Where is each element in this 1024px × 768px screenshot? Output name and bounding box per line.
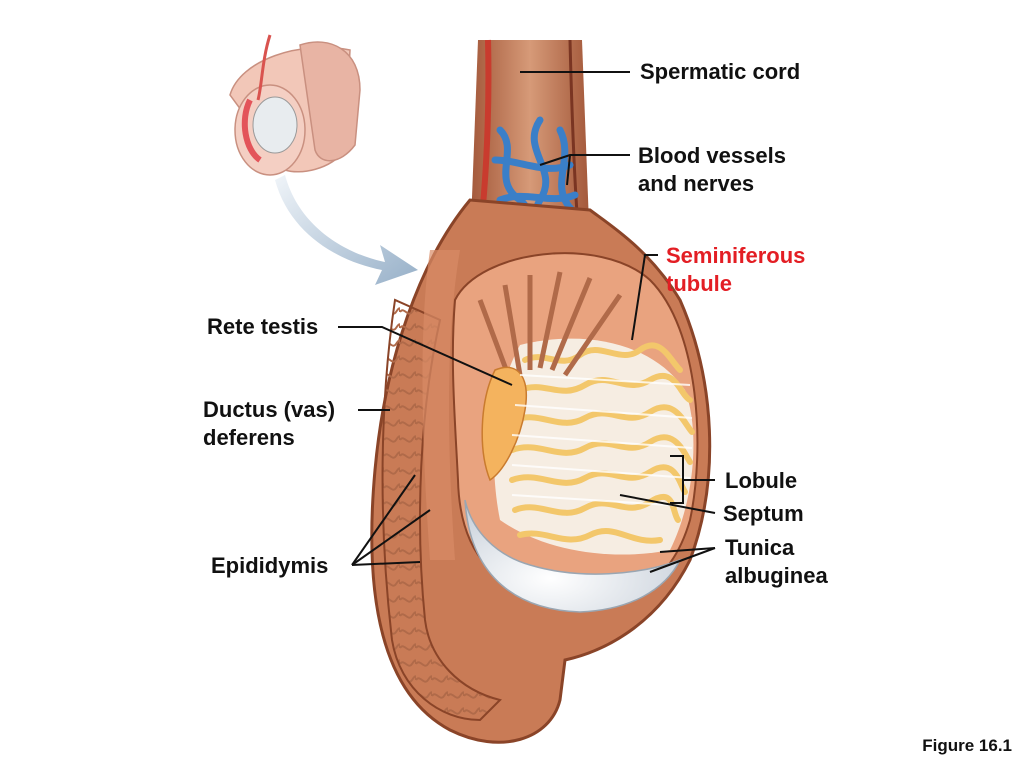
label-blood-vessels: Blood vessels and nerves <box>638 142 786 198</box>
label-tunica-albuginea: Tunica albuginea <box>725 534 828 590</box>
label-rete-testis: Rete testis <box>207 314 319 339</box>
thumbnail-inset <box>229 34 361 176</box>
rete-testis <box>481 366 527 482</box>
zoom-arrow <box>275 175 418 285</box>
label-lobule: Lobule <box>725 468 798 493</box>
seminiferous-tubules <box>509 342 695 544</box>
label-blood-vessels-line1: Blood vessels <box>638 143 786 168</box>
label-spermatic-cord: Spermatic cord <box>640 59 801 84</box>
figure-caption: Figure 16.1 <box>922 736 1012 755</box>
label-tunica-line1: Tunica <box>725 535 795 560</box>
label-seminiferous-line2: tubule <box>666 271 732 296</box>
label-epididymis: Epididymis <box>211 553 329 578</box>
label-seminiferous-line1: Seminiferous <box>666 243 806 268</box>
label-blood-vessels-line2: and nerves <box>638 171 755 196</box>
label-septum: Septum <box>723 501 804 526</box>
leader-lines <box>338 71 716 573</box>
label-ductus-line2: deferens <box>203 425 295 450</box>
label-ductus-line1: Ductus (vas) <box>203 397 336 422</box>
label-ductus-deferens: Ductus (vas) deferens <box>203 396 335 452</box>
label-seminiferous-tubule: Seminiferous tubule <box>666 242 805 298</box>
label-tunica-line2: albuginea <box>725 563 828 588</box>
septa <box>511 374 693 507</box>
